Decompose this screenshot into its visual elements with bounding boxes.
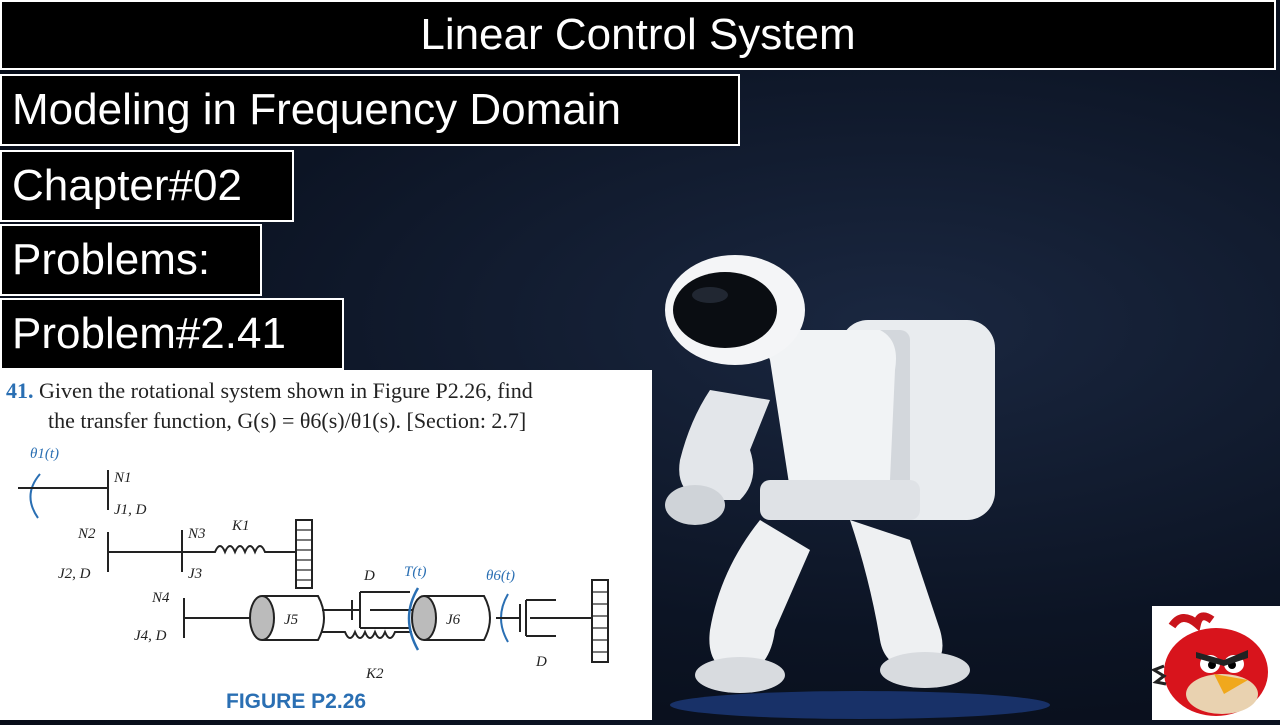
label-j2d: J2, D [58, 566, 91, 582]
robot-illustration [665, 255, 1050, 719]
rotational-system-diagram: θ1(t) N1 J1, D N2 J2, D N3 J3 K1 [18, 446, 609, 682]
label-n2: N2 [77, 526, 96, 542]
label-theta6: θ6(t) [486, 568, 515, 584]
problem-statement: 41. Given the rotational system shown in… [6, 376, 533, 436]
label-n1: N1 [113, 470, 132, 486]
section-label-problem-number: Problem#2.41 [0, 298, 344, 370]
label-d1: D [363, 568, 375, 584]
angry-bird-logo [1150, 606, 1280, 720]
section-label-problems: Problems: [0, 224, 262, 296]
figure-caption: FIGURE P2.26 [226, 690, 367, 713]
problem-line-2: the transfer function, G(s) = θ6(s)/θ1(s… [48, 408, 527, 433]
label-j4d: J4, D [134, 628, 167, 644]
problem-line-1: Given the rotational system shown in Fig… [39, 378, 533, 403]
label-j6: J6 [446, 612, 461, 628]
label-k2: K2 [365, 666, 384, 682]
label-k1: K1 [231, 518, 250, 534]
problem-card: 41. Given the rotational system shown in… [0, 370, 652, 720]
label-j3: J3 [188, 566, 202, 582]
label-tt: T(t) [404, 564, 427, 580]
label-d2: D [535, 654, 547, 670]
label-theta1: θ1(t) [30, 446, 59, 462]
section-label-chapter: Chapter#02 [0, 150, 294, 222]
section-label-modeling: Modeling in Frequency Domain [0, 74, 740, 146]
label-j1d: J1, D [114, 502, 147, 518]
problem-number: 41. [6, 378, 34, 403]
label-n4: N4 [151, 590, 170, 606]
label-j5: J5 [284, 612, 299, 628]
label-n3: N3 [187, 526, 206, 542]
page-title: Linear Control System [0, 0, 1276, 70]
